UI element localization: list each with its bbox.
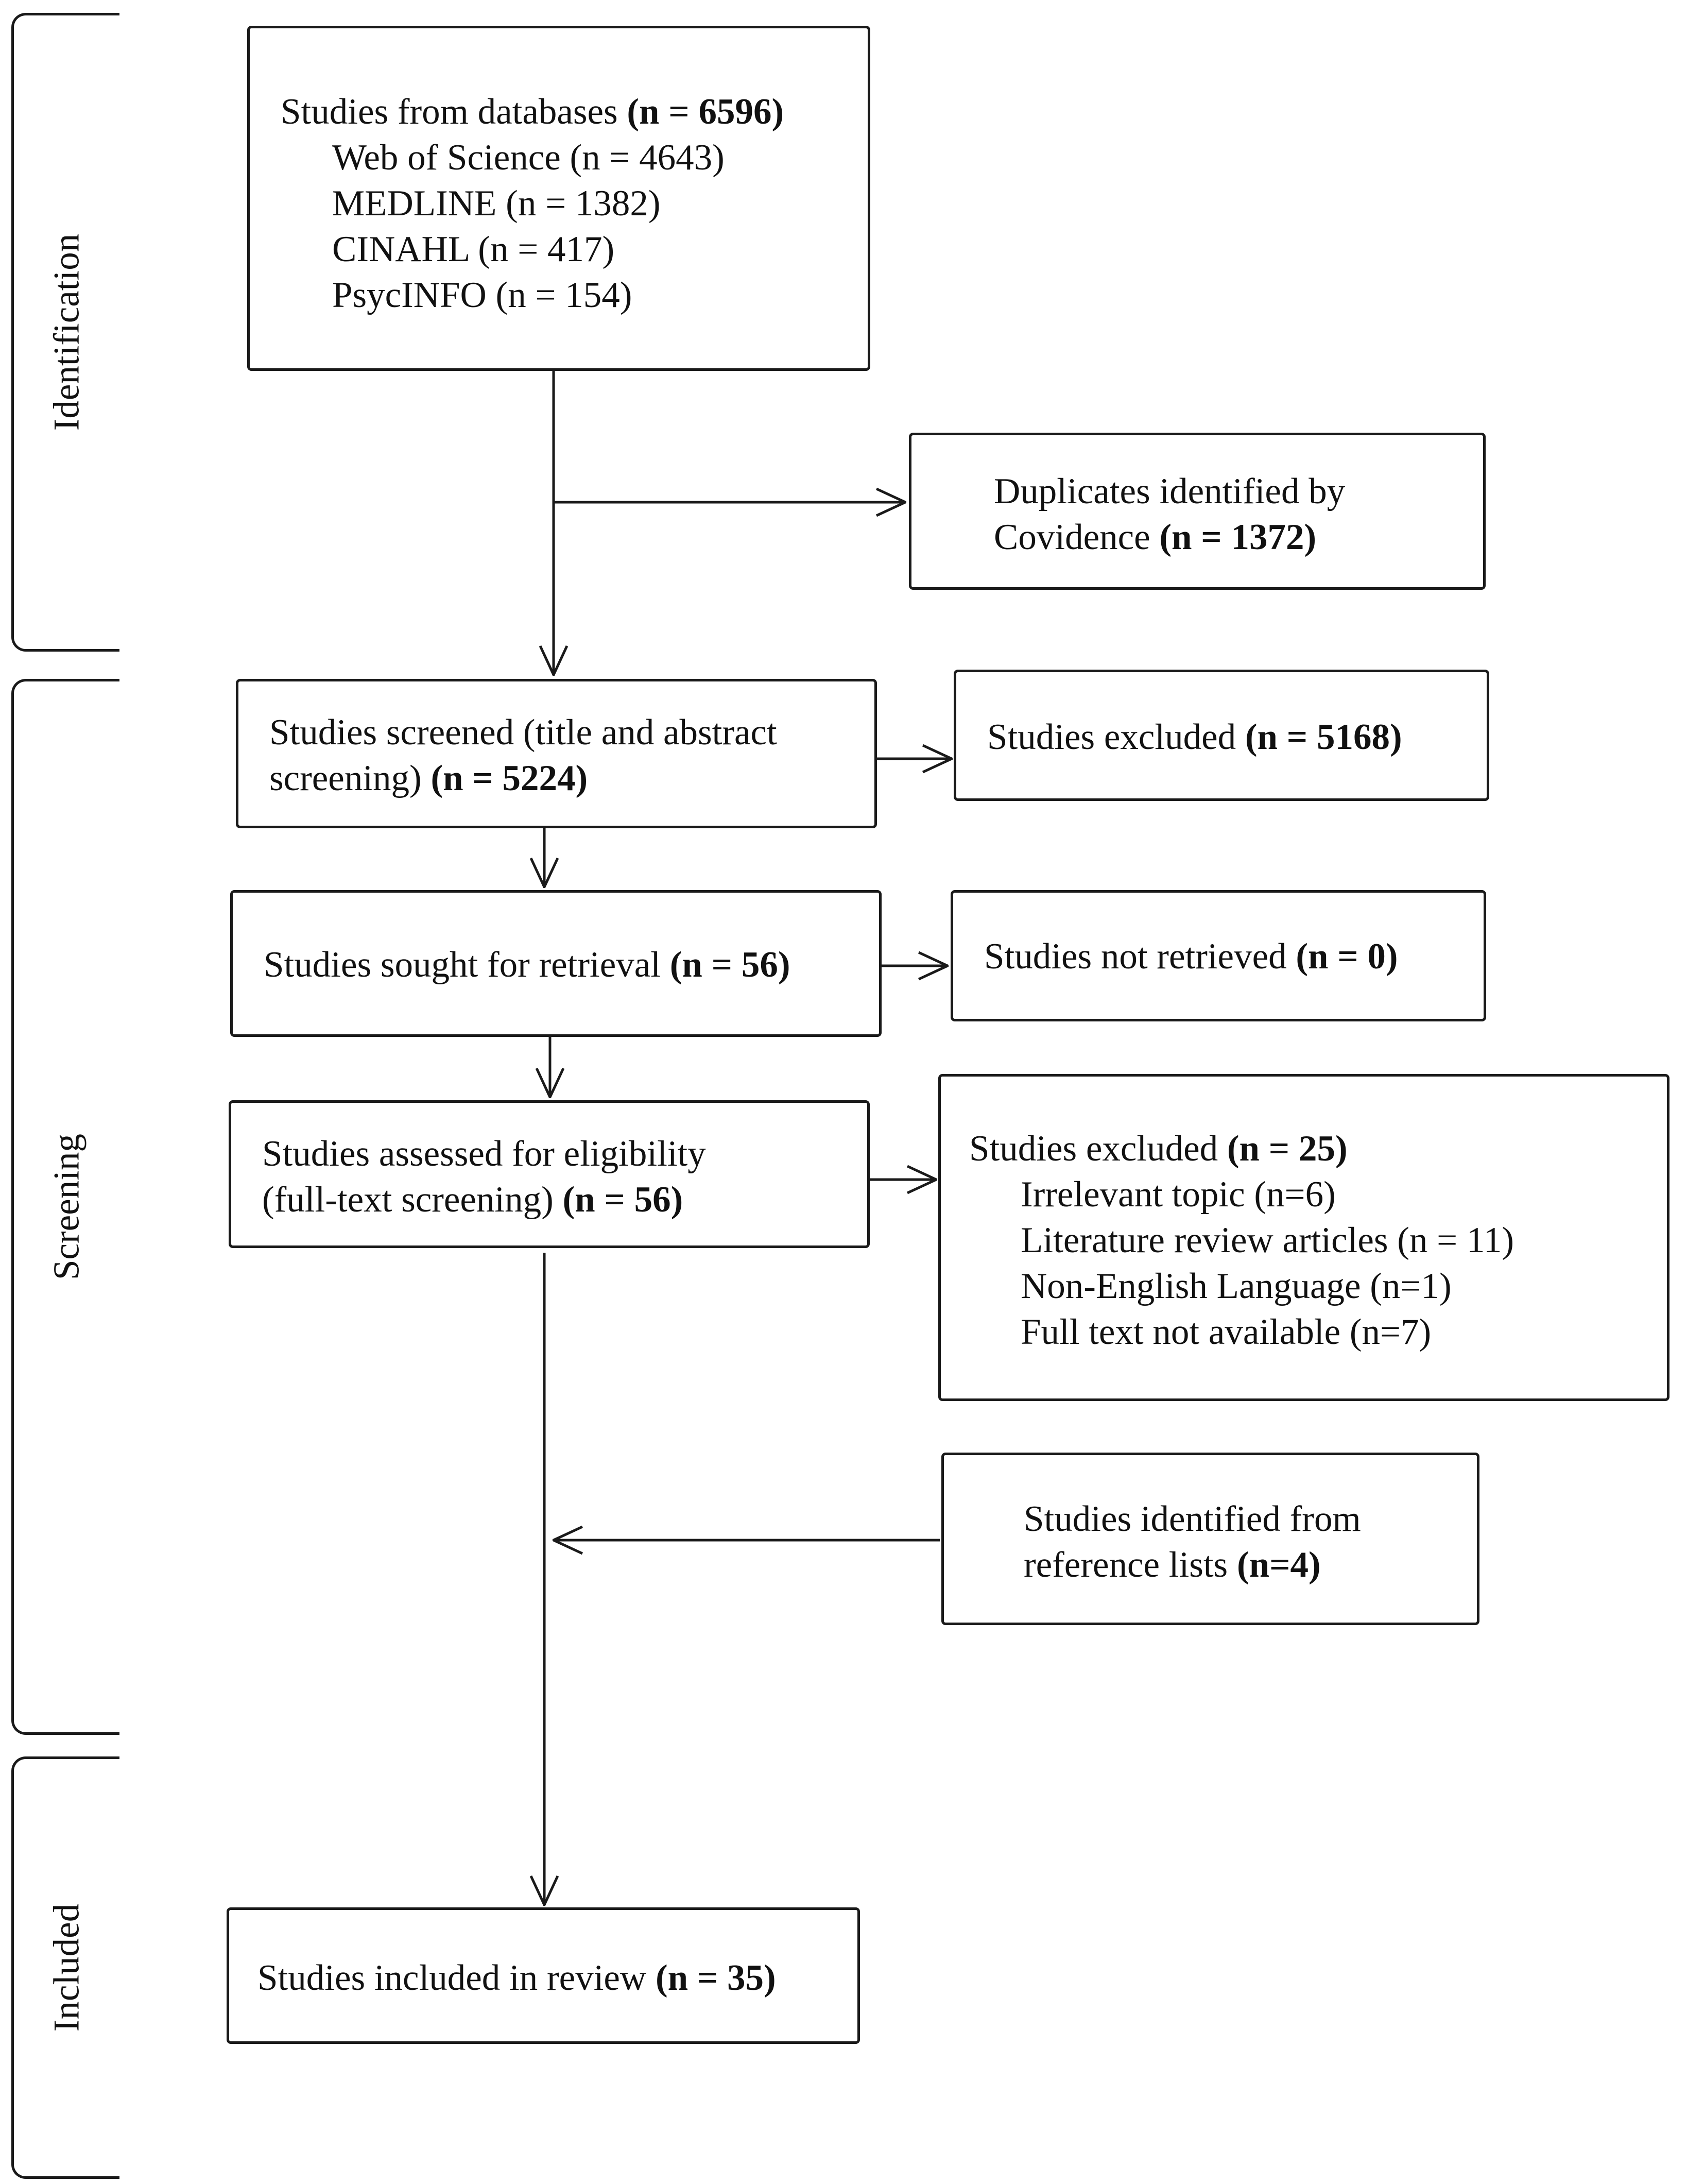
phase-identification-label: Identification: [46, 233, 87, 431]
eligibility-line2: (full-text screening): [262, 1180, 563, 1220]
box-databases: Studies from databases (n = 6596) Web of…: [247, 26, 870, 371]
reference-lists-line1: Studies identified from: [1024, 1499, 1361, 1539]
reference-lists-line2: reference lists: [1024, 1545, 1237, 1585]
database-item: PsycINFO (n = 154): [332, 275, 632, 315]
screened-line1: Studies screened (title and abstract: [269, 712, 777, 753]
databases-count: (n = 6596): [627, 92, 784, 132]
duplicates-line2: Covidence: [994, 517, 1160, 557]
box-not-retrieved: Studies not retrieved (n = 0): [951, 890, 1486, 1021]
retrieval-count: (n = 56): [669, 945, 790, 985]
database-item: Web of Science (n = 4643): [332, 138, 725, 178]
box-excluded-screen: Studies excluded (n = 5168): [954, 670, 1489, 801]
included-text: Studies included in review: [257, 1958, 656, 1998]
excluded-screen-count: (n = 5168): [1245, 717, 1402, 757]
not-retrieved-count: (n = 0): [1296, 936, 1398, 977]
exclusion-reason: Full text not available (n=7): [1021, 1312, 1432, 1352]
exclusion-reason: Literature review articles (n = 11): [1021, 1220, 1514, 1260]
phase-included: Included: [11, 1756, 119, 2179]
eligibility-line1: Studies assessed for eligibility: [262, 1134, 706, 1174]
box-eligibility: Studies assessed for eligibility (full-t…: [229, 1100, 870, 1248]
excluded-full-count: (n = 25): [1227, 1129, 1348, 1169]
duplicates-count: (n = 1372): [1159, 517, 1317, 557]
exclusion-reason: Irrelevant topic (n=6): [1021, 1174, 1336, 1215]
excluded-screen-text: Studies excluded: [987, 717, 1245, 757]
included-count: (n = 35): [655, 1958, 776, 1998]
not-retrieved-text: Studies not retrieved: [984, 936, 1296, 977]
phase-screening: Screening: [11, 679, 119, 1735]
phase-identification: Identification: [11, 13, 119, 652]
box-excluded-full: Studies excluded (n = 25) Irrelevant top…: [938, 1074, 1669, 1401]
databases-title: Studies from databases: [281, 92, 627, 132]
duplicates-line1: Duplicates identified by: [994, 471, 1346, 511]
box-retrieval: Studies sought for retrieval (n = 56): [230, 890, 882, 1037]
reference-lists-count: (n=4): [1236, 1545, 1321, 1585]
box-screened: Studies screened (title and abstract scr…: [236, 679, 877, 828]
screened-count: (n = 5224): [431, 758, 588, 798]
box-duplicates: Duplicates identified by Covidence (n = …: [909, 433, 1486, 590]
database-item: MEDLINE (n = 1382): [332, 183, 661, 224]
phase-screening-label: Screening: [46, 1134, 87, 1280]
box-included: Studies included in review (n = 35): [227, 1907, 860, 2044]
box-reference-lists: Studies identified from reference lists …: [941, 1453, 1479, 1625]
retrieval-text: Studies sought for retrieval: [264, 945, 670, 985]
exclusion-reason: Non-English Language (n=1): [1021, 1266, 1452, 1306]
phase-included-label: Included: [46, 1903, 87, 2032]
screened-line2: screening): [269, 758, 431, 798]
database-item: CINAHL (n = 417): [332, 229, 615, 269]
eligibility-count: (n = 56): [562, 1180, 683, 1220]
excluded-full-title: Studies excluded: [969, 1129, 1227, 1169]
